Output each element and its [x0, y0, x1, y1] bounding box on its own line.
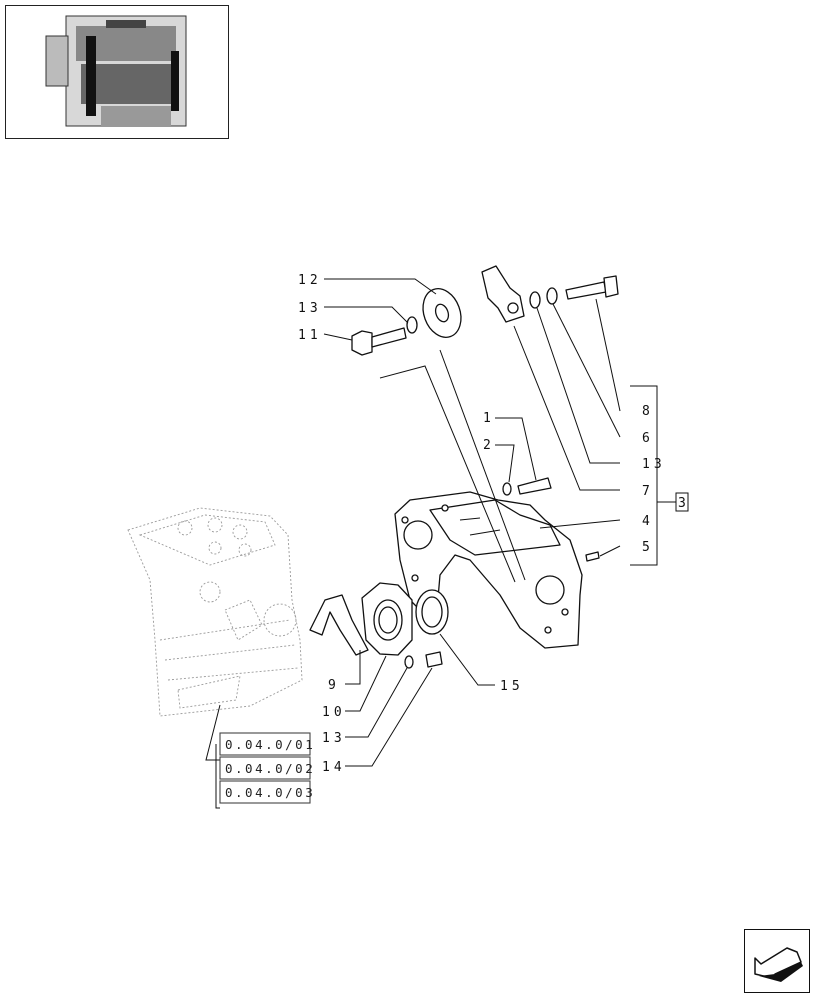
- next-page-button[interactable]: [744, 929, 810, 993]
- callout-7: 7: [642, 484, 654, 499]
- part-9-gasket: [309, 594, 369, 656]
- callout-8: 8: [642, 404, 654, 419]
- part-7-bracket: [481, 265, 525, 323]
- part-12-washer: [422, 288, 462, 338]
- group-number: 3: [678, 496, 686, 511]
- part-5-pin: [585, 551, 600, 562]
- arrow-next-page-icon: [754, 947, 803, 982]
- part-13-washer-bottom: [404, 655, 414, 669]
- reference-link-1[interactable]: 0.04.0/01: [225, 737, 315, 752]
- callout-11: 11: [298, 328, 322, 343]
- part-2-washer: [502, 482, 512, 496]
- reference-link-3[interactable]: 0.04.0/03: [225, 785, 315, 800]
- callout-13-right: 13: [642, 457, 666, 472]
- callout-9: 9: [328, 678, 340, 693]
- part-13-spring-washer-top: [406, 316, 418, 334]
- reference-box-2[interactable]: 0.04.0/02: [219, 756, 315, 780]
- callout-6: 6: [642, 431, 654, 446]
- callout-13-top: 13: [298, 301, 322, 316]
- callout-1: 1: [483, 411, 495, 426]
- engine-block-ghost: [127, 507, 303, 717]
- part-10-seal-plate: [361, 582, 413, 656]
- callout-10: 10: [322, 705, 346, 720]
- callout-12: 12: [298, 273, 322, 288]
- callout-4: 4: [642, 514, 654, 529]
- reference-box-1[interactable]: 0.04.0/01: [219, 732, 315, 756]
- part-11-bolt: [351, 327, 407, 356]
- engine-thumbnail-icon: [45, 15, 187, 127]
- reference-link-2[interactable]: 0.04.0/02: [225, 761, 315, 776]
- leader-lines: [205, 278, 676, 809]
- group-box: [675, 492, 689, 512]
- part-6-spring-washer: [546, 287, 558, 305]
- part-15-seal-ring: [415, 589, 449, 635]
- callout-2: 2: [483, 438, 495, 453]
- part-1-screw: [517, 477, 552, 495]
- callout-5: 5: [642, 540, 654, 555]
- engine-thumbnail[interactable]: [5, 5, 229, 139]
- part-14-screw: [425, 651, 443, 668]
- reference-box-3[interactable]: 0.04.0/03: [219, 780, 315, 804]
- part-13-washer-right: [529, 291, 541, 309]
- callout-14: 14: [322, 760, 346, 775]
- callout-15: 15: [500, 679, 524, 694]
- part-8-screw: [565, 275, 619, 300]
- callout-13-bottom: 13: [322, 731, 346, 746]
